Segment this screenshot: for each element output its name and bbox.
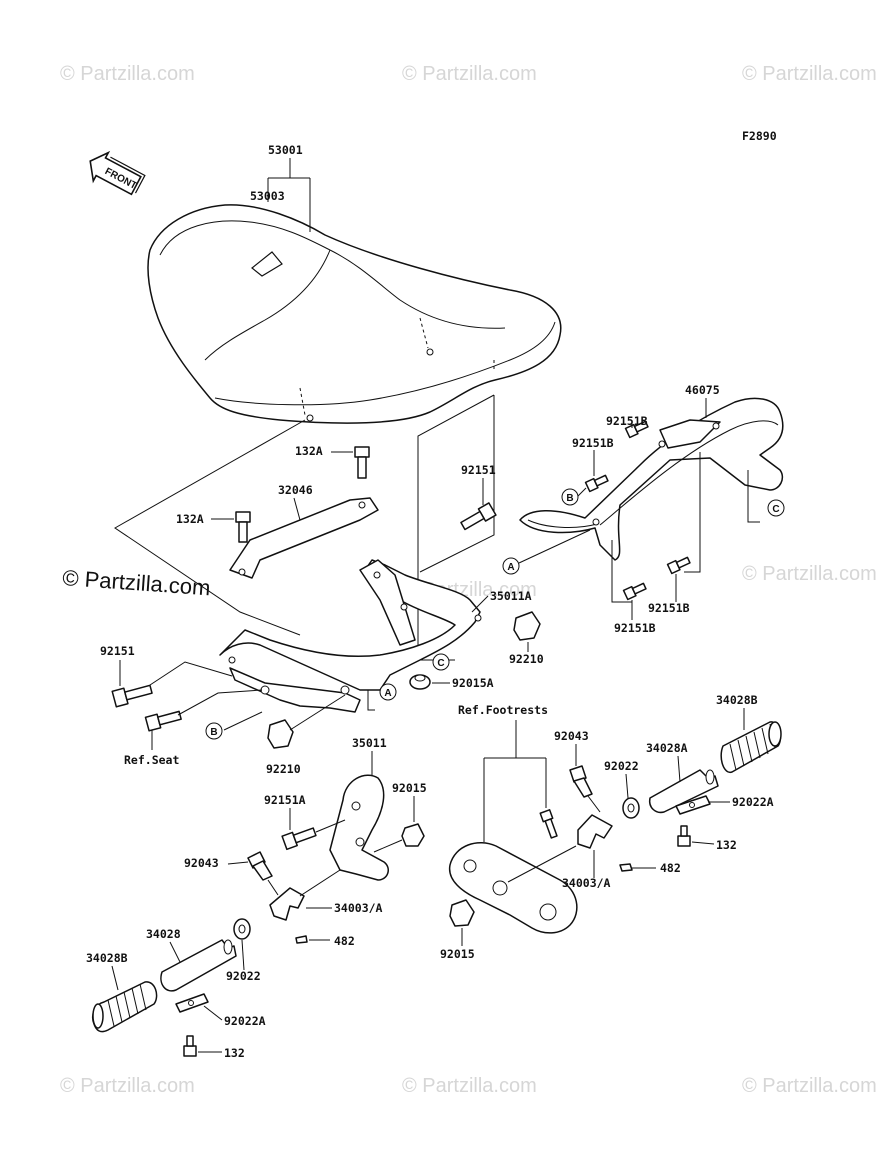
nut-92015-left [401,823,425,847]
label-92151a: 92151A [264,793,306,807]
bolt-92151a [281,827,317,851]
seat [147,204,562,424]
watermark: © Partzilla.com [402,1075,537,1097]
footpeg-34028 [160,939,237,992]
watermark: © Partzilla.com [742,1075,877,1097]
nut-92015a [409,674,431,690]
svg-text:A: A [384,688,391,699]
clevis-left [269,887,305,921]
label-35011: 35011 [352,736,387,750]
nut-92210-left [267,719,294,749]
label-92022a-left-text: 92022A [224,1014,266,1028]
diagram-code: F2890 [742,129,777,143]
frame-35011a [219,559,482,713]
watermark: © Partzilla.com [742,563,877,585]
label-46075: 46075 [685,383,720,397]
label-92210-right: 92210 [509,652,544,666]
washer-92022-left [233,918,251,940]
pin-482-right [619,863,633,872]
label-132a-left: 132A [176,512,204,526]
label-92151b-4: 92151B [614,621,656,635]
label-92151-left: 92151 [100,644,135,658]
clevis-right [577,814,613,849]
washer-92022-right [622,797,640,819]
label-35011a: 35011A [490,589,532,603]
label-92043-left: 92043 [184,856,219,870]
label-482-left: 482 [334,934,355,948]
bolt-ref-seat [144,710,182,732]
label-92022-right: 92022 [604,759,639,773]
label-53003: 53003 [250,189,285,203]
bolt-92151b-2 [584,474,609,493]
bolt-132a-top [354,446,370,479]
bolt-92151b-1 [624,420,649,439]
label-92151b-2: 92151B [572,436,614,450]
label-92043-right: 92043 [554,729,589,743]
svg-text:A: A [507,562,514,573]
label-34028: 34028 [146,927,181,941]
grip-34028b-right [720,721,782,773]
grab-rail-46075 [519,397,784,561]
label-92015-left: 92015 [392,781,427,795]
label-34028b-left: 34028B [86,951,128,965]
label-92151-mid: 92151 [461,463,496,477]
front-arrow-icon: FRONT [89,150,146,196]
bracket-35011 [329,774,389,881]
label-34003a-left: 34003/A [334,901,383,915]
svg-text:C: C [772,504,779,515]
bolt-92151-left [111,684,153,708]
label-132-left: 132 [224,1046,245,1060]
ref-a-right: A [502,529,591,575]
label-132-right: 132 [716,838,737,852]
label-92015-right: 92015 [440,947,475,961]
ref-b-left: B [205,722,223,740]
svg-text:B: B [566,493,573,504]
bracket-right [448,842,578,934]
bolt-92151-mid [460,502,497,531]
label-53001: 53001 [268,143,303,157]
bolt-132-right [677,825,691,847]
watermark: © Partzilla.com [60,63,195,85]
grip-34028b-left [92,981,158,1033]
label-482-right: 482 [660,861,681,875]
label-92151b-3: 92151B [648,601,690,615]
label-ref-seat: Ref.Seat [124,753,179,767]
label-32046: 32046 [278,483,313,497]
pin-92043-right [569,765,593,798]
ref-b-right: B [561,487,587,506]
label-132a-top: 132A [295,444,323,458]
label-92210-left: 92210 [266,762,301,776]
pin-92043-left [247,851,273,881]
watermark: © Partzilla.com [402,63,537,85]
nut-92015-right [449,899,475,927]
watermark: © Partzilla.com [742,63,877,85]
label-34028a: 34028A [646,741,688,755]
label-92022-left: 92022 [226,969,261,983]
bolt-132a-left [235,511,251,543]
svg-text:C: C [437,658,444,669]
footpeg-34028a [648,769,719,814]
plate-92022a-right [675,795,711,815]
svg-text:B: B [210,727,217,738]
label-34003a-right: 34003/A [562,876,611,890]
label-ref-footrests: Ref.Footrests [458,703,548,717]
bolt-92151b-4 [622,582,647,601]
label-92022a-right: 92022A [732,795,774,809]
ref-a-left: A [367,683,397,711]
bolt-ref-footrest [539,809,558,839]
label-34028b-right: 34028B [716,693,758,707]
bracket-32046 [229,497,379,579]
bolt-132-left [183,1035,197,1057]
label-92015a: 92015A [452,676,494,690]
watermark: © Partzilla.com [60,1075,195,1097]
pin-482-left [295,935,308,944]
nut-92210-right [513,611,541,641]
ref-c-right: C [767,499,785,517]
watermark-main: © Partzilla.com [62,565,212,600]
ref-c-left: C [432,653,450,671]
plate-92022a-left [175,993,209,1013]
label-92151b-1: 92151B [606,414,648,428]
bolt-92151b-3 [666,556,691,575]
